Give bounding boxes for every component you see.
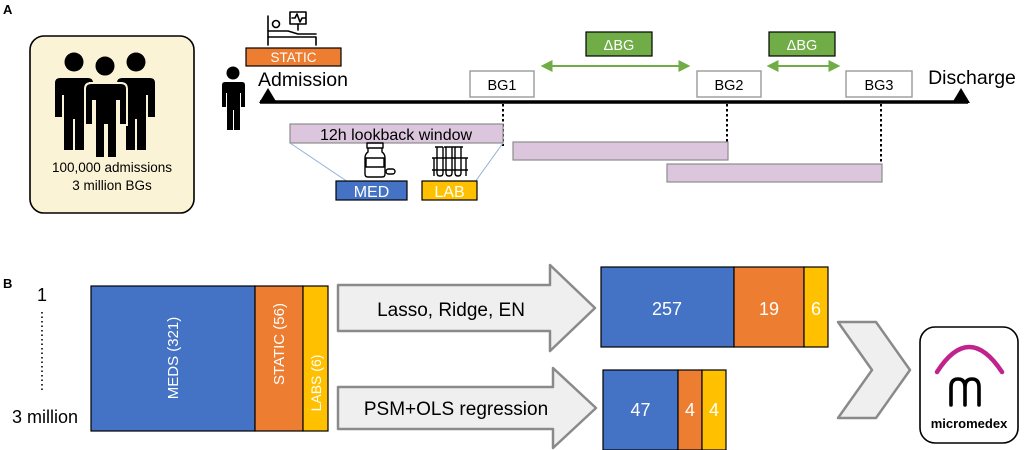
lookback-window-bg1	[289, 123, 504, 144]
lasso-arrow	[336, 263, 597, 353]
meds-block-label: MEDS (321)	[165, 317, 182, 400]
delta-bg-label-2: ΔBG	[787, 38, 818, 54]
lookback-window-bg3	[666, 163, 883, 183]
hospital-bed-icon	[267, 11, 317, 46]
discharge-label: Discharge	[928, 67, 1016, 89]
psm-arrow	[336, 366, 598, 450]
static-block	[254, 285, 304, 432]
bg2-box: BG2	[696, 70, 762, 98]
bg3-label: BG3	[864, 78, 893, 94]
lab-box	[421, 180, 478, 201]
static-box	[245, 47, 342, 67]
lasso-arrow-label: Lasso, Ridge, EN	[377, 300, 525, 321]
micromedex-logo: micromedex	[919, 326, 1019, 444]
test-tubes-icon	[432, 146, 468, 177]
result-bottom-static	[677, 369, 703, 450]
result-bottom-labs-value: 4	[709, 400, 719, 420]
row-range-top: 1	[37, 285, 47, 305]
people-icon	[55, 52, 155, 159]
result-bottom-labs	[701, 369, 727, 450]
delta-bg-box-2	[768, 31, 836, 57]
result-bottom-meds-value: 47	[630, 400, 650, 420]
connector-line-right	[474, 142, 504, 183]
delta-bg-box-1	[585, 31, 653, 57]
result-top-labs-value: 6	[811, 299, 821, 319]
lab-label: LAB	[434, 184, 464, 201]
row-range-bottom: 3 million	[12, 407, 78, 427]
admission-label: Admission	[258, 69, 348, 91]
micromedex-logo-text: micromedex	[931, 416, 1008, 431]
result-top-labs	[803, 266, 829, 348]
bg1-label: BG1	[487, 78, 516, 94]
medicine-bottle-icon	[364, 142, 396, 178]
chevron-right-icon	[836, 320, 912, 420]
delta-bg-label-1: ΔBG	[604, 38, 635, 54]
population-box: 100,000 admissions 3 million BGs	[29, 35, 195, 214]
discharge-marker	[952, 88, 970, 103]
bg3-box: BG3	[845, 70, 913, 98]
population-line1: 100,000 admissions	[52, 160, 172, 175]
person-icon	[222, 66, 245, 130]
result-top-meds-value: 257	[652, 299, 682, 319]
med-box	[335, 180, 408, 201]
connector-line-left	[289, 142, 349, 183]
panel-b-label: B	[3, 276, 12, 291]
result-top-static-value: 19	[759, 299, 779, 319]
labs-block-label: LABS (6)	[308, 355, 324, 412]
meds-block	[90, 285, 256, 432]
lookback-window-label: 12h lookback window	[320, 127, 473, 144]
population-line2: 3 million BGs	[72, 178, 152, 193]
panel-a-label: A	[3, 2, 13, 17]
admission-marker	[259, 88, 277, 103]
psm-arrow-label: PSM+OLS regression	[364, 399, 548, 420]
static-label: STATIC	[271, 50, 317, 65]
result-bottom-meds	[602, 369, 679, 450]
bg2-label: BG2	[714, 78, 743, 94]
med-label: MED	[354, 184, 390, 201]
lookback-window-bg2	[512, 141, 729, 161]
bg1-box: BG1	[469, 70, 535, 98]
static-block-label: STATIC (56)	[271, 303, 288, 385]
result-bottom-static-value: 4	[685, 400, 695, 420]
labs-block	[302, 285, 329, 432]
